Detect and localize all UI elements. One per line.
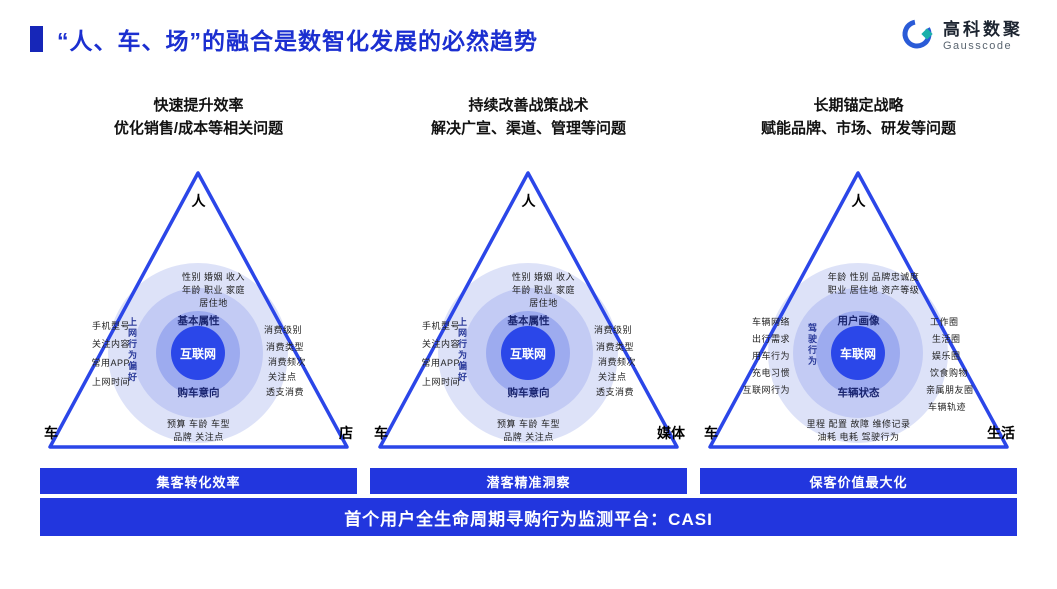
attribute-label: 消费频次 — [598, 357, 637, 367]
ring-label-top: 基本属性 — [177, 315, 220, 327]
panel-header: 长期锚定战略 赋能品牌、市场、研发等问题 — [700, 95, 1017, 145]
attribute-label: 预算 车龄 车型 — [496, 419, 560, 429]
ring-label-bottom: 购车意向 — [507, 387, 550, 399]
attribute-label: 居住地 — [529, 298, 558, 308]
attribute-label: 用车行为 — [751, 351, 790, 361]
attribute-label: 关注点 — [598, 372, 627, 382]
attribute-label: 居住地 — [199, 298, 228, 308]
ring-label-vertical: 上网行为偏好 — [127, 317, 137, 383]
attribute-label: 消费级别 — [264, 325, 303, 335]
attribute-label: 工作圈 — [930, 317, 959, 327]
attribute-label: 互联网行为 — [742, 385, 790, 395]
attribute-label: 油耗 电耗 驾驶行为 — [817, 432, 900, 442]
panel-header-line1: 持续改善战策战术 — [468, 97, 589, 114]
gausscode-logo-icon — [899, 16, 935, 57]
attribute-label: 性别 婚姻 收入 — [511, 272, 575, 282]
panel-header-line2: 优化销售/成本等相关问题 — [113, 119, 284, 137]
panel-result-bar: 保客价值最大化 — [700, 468, 1017, 494]
triangle-diagram: 互联网 人 车 店 基本属性 购车意向 上网行为偏好 性别 婚姻 收入 年龄 职… — [40, 159, 357, 459]
brand-logo: 高科数聚 Gausscode — [899, 16, 1023, 57]
attribute-label: 消费类型 — [266, 342, 305, 352]
panel-sales-efficiency: 快速提升效率 优化销售/成本等相关问题 互联网 人 车 店 基本属性 购车意向 … — [40, 95, 357, 494]
attribute-label: 品牌 关注点 — [173, 432, 224, 442]
vertex-right: 生活 — [987, 425, 1015, 441]
title-marker — [30, 26, 43, 52]
triangle-diagram: 互联网 人 车 媒体 基本属性 购车意向 上网行为偏好 性别 婚姻 收入 年龄 … — [370, 159, 687, 459]
vertex-left: 车 — [44, 425, 58, 441]
attribute-label: 预算 车龄 车型 — [166, 419, 230, 429]
attribute-label: 生活圈 — [932, 334, 961, 344]
vertex-right: 媒体 — [657, 425, 685, 441]
center-circle: 车联网 — [831, 326, 885, 380]
logo-name: 高科数聚 — [943, 20, 1023, 40]
center-circle: 互联网 — [171, 326, 225, 380]
attribute-label: 关注内容 — [421, 339, 460, 349]
panel-strategy-tactics: 持续改善战策战术 解决广宣、渠道、管理等问题 互联网 人 车 媒体 基本属性 购… — [370, 95, 687, 494]
attribute-label: 车辆网络 — [751, 317, 790, 327]
vertex-top: 人 — [851, 193, 866, 209]
attribute-label: 性别 婚姻 收入 — [181, 272, 245, 282]
panel-result-bar: 集客转化效率 — [40, 468, 357, 494]
panels-row: 快速提升效率 优化销售/成本等相关问题 互联网 人 车 店 基本属性 购车意向 … — [40, 95, 1017, 494]
attribute-label: 上网时间 — [421, 377, 460, 387]
ring-label-vertical: 驾驶行为 — [807, 323, 817, 367]
attribute-label: 手机型号 — [421, 321, 460, 331]
attribute-label: 透支消费 — [596, 387, 635, 397]
attribute-label: 上网时间 — [91, 377, 130, 387]
attribute-label: 年龄 职业 家庭 — [181, 285, 245, 295]
ring-label-top: 用户画像 — [837, 315, 880, 327]
panel-header-line1: 长期锚定战略 — [813, 97, 904, 114]
attribute-label: 年龄 性别 品牌忠诚度 — [827, 272, 920, 282]
center-circle: 互联网 — [501, 326, 555, 380]
attribute-label: 手机型号 — [91, 321, 130, 331]
panel-header-line1: 快速提升效率 — [153, 97, 244, 114]
attribute-label: 年龄 职业 家庭 — [511, 285, 575, 295]
header: “人、车、场”的融合是数智化发展的必然趋势 — [30, 22, 538, 56]
vertex-top: 人 — [521, 193, 536, 209]
ring-label-bottom: 车辆状态 — [837, 387, 880, 399]
logo-text: 高科数聚 Gausscode — [943, 20, 1023, 52]
attribute-label: 透支消费 — [266, 387, 305, 397]
ring-label-top: 基本属性 — [507, 315, 550, 327]
ring-label-bottom: 购车意向 — [177, 387, 220, 399]
platform-banner: 首个用户全生命周期寻购行为监测平台：CASI — [40, 498, 1017, 536]
ring-label-vertical: 上网行为偏好 — [457, 317, 467, 383]
panel-result-bar: 潜客精准洞察 — [370, 468, 687, 494]
vertex-right: 店 — [339, 425, 353, 441]
vertex-left: 车 — [704, 425, 718, 441]
attribute-label: 饮食购物 — [930, 368, 969, 378]
triangle-diagram: 车联网 人 车 生活 用户画像 车辆状态 驾驶行为 年龄 性别 品牌忠诚度 职业… — [700, 159, 1017, 459]
attribute-label: 常用APP — [421, 358, 460, 368]
attribute-label: 关注点 — [268, 372, 297, 382]
attribute-label: 亲属朋友圈 — [926, 385, 974, 395]
attribute-label: 消费类型 — [596, 342, 635, 352]
attribute-label: 关注内容 — [91, 339, 130, 349]
attribute-label: 充电习惯 — [751, 368, 790, 378]
attribute-label: 车辆轨迹 — [928, 402, 967, 412]
attribute-label: 职业 居住地 资产等级 — [827, 285, 920, 295]
attribute-label: 出行需求 — [751, 334, 790, 344]
attribute-label: 消费级别 — [594, 325, 633, 335]
attribute-label: 消费频次 — [268, 357, 307, 367]
panel-header-line2: 解决广宣、渠道、管理等问题 — [430, 119, 626, 137]
vertex-left: 车 — [374, 425, 388, 441]
attribute-label: 里程 配置 故障 维修记录 — [806, 419, 911, 429]
panel-header-line2: 赋能品牌、市场、研发等问题 — [760, 119, 956, 137]
attribute-label: 娱乐圈 — [932, 351, 961, 361]
attribute-label: 品牌 关注点 — [503, 432, 554, 442]
panel-header: 快速提升效率 优化销售/成本等相关问题 — [40, 95, 357, 145]
logo-subtitle: Gausscode — [943, 39, 1013, 52]
vertex-top: 人 — [191, 193, 206, 209]
attribute-label: 常用APP — [91, 358, 130, 368]
page-title: “人、车、场”的融合是数智化发展的必然趋势 — [57, 28, 538, 54]
panel-long-term-strategy: 长期锚定战略 赋能品牌、市场、研发等问题 车联网 人 车 生活 用户画像 车辆状… — [700, 95, 1017, 494]
panel-header: 持续改善战策战术 解决广宣、渠道、管理等问题 — [370, 95, 687, 145]
